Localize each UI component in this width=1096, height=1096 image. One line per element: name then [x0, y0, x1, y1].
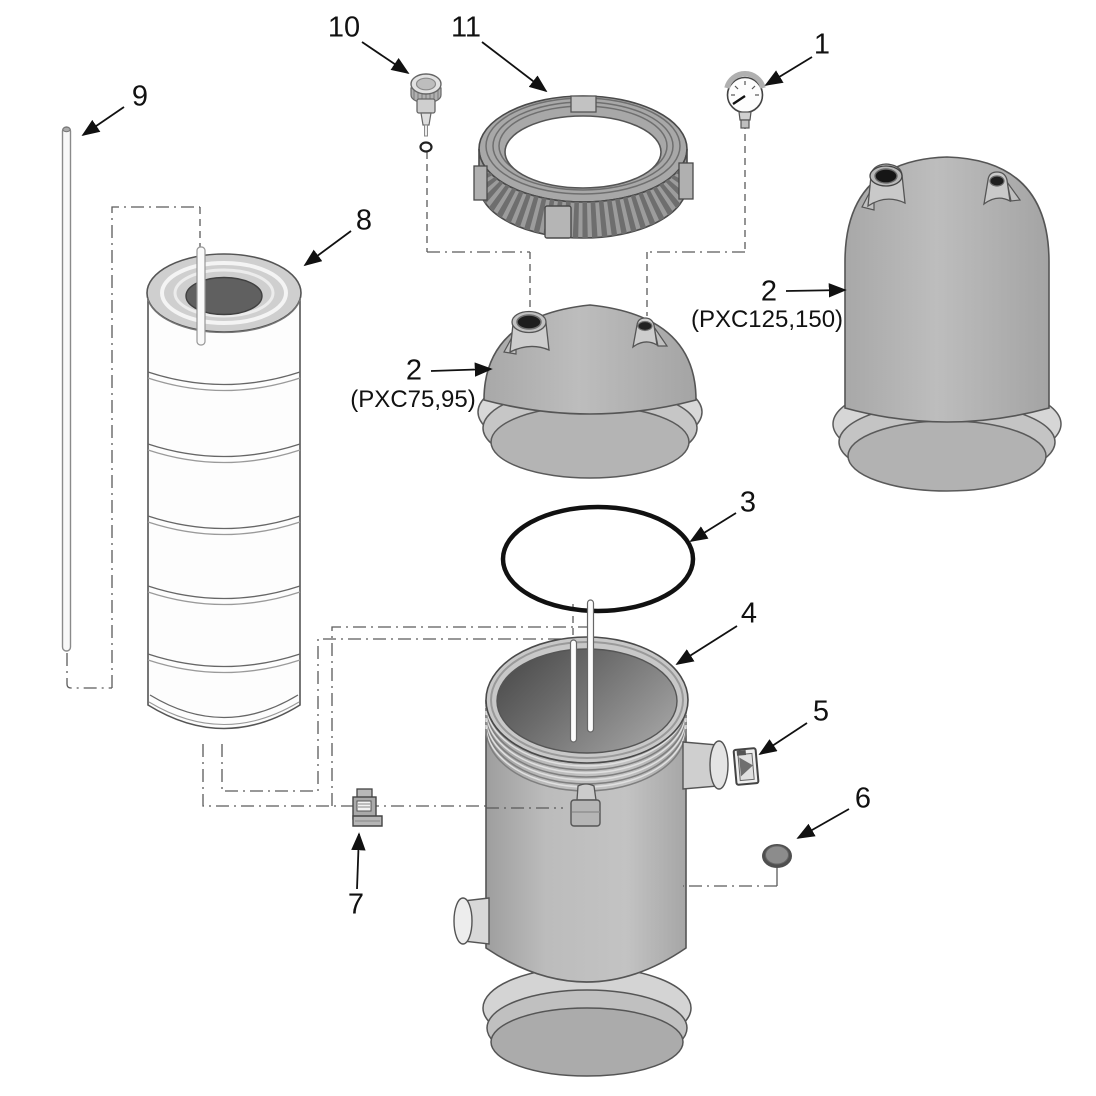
- callout-1-label: 1: [813, 28, 831, 61]
- arrow-2a: [430, 362, 493, 377]
- filter-lid-dome-large: [832, 156, 1062, 492]
- alignment-lines-front: [486, 807, 778, 887]
- callout-10-label: 10: [327, 11, 361, 44]
- filter-lid-dome-small: [477, 304, 703, 479]
- arrow-11: [481, 41, 548, 93]
- callout-3-label: 3: [739, 486, 757, 519]
- filter-cartridge: [146, 246, 302, 730]
- lid-o-ring: [500, 504, 696, 614]
- arrow-1: [764, 56, 813, 86]
- callout-6-label: 6: [854, 782, 872, 815]
- callout-2a-label: 2: [405, 354, 423, 387]
- arrow-10: [361, 41, 410, 75]
- arrow-6: [796, 808, 850, 839]
- arrow-2b: [785, 283, 847, 298]
- arrow-4: [675, 625, 738, 665]
- center-standpipe-rod: [61, 126, 72, 652]
- callout-11-label: 11: [450, 11, 482, 44]
- pressure-gauge: [724, 71, 766, 129]
- retainer-clip: [732, 747, 760, 786]
- drain-plug-cap: [762, 844, 792, 868]
- alignment-lines: [66, 122, 746, 807]
- air-relief-valve: [410, 73, 442, 153]
- mounting-clip: [352, 788, 383, 827]
- arrow-9: [81, 106, 125, 137]
- callout-arrows: [81, 41, 850, 890]
- callout-7-label: 7: [347, 888, 365, 921]
- callout-2b-variant: (PXC125,150): [690, 306, 844, 333]
- callout-9-label: 9: [131, 80, 149, 113]
- lock-ring: [473, 95, 694, 239]
- arrow-3: [689, 512, 737, 542]
- arrow-5: [758, 722, 808, 755]
- callout-5-label: 5: [812, 695, 830, 728]
- callout-2a-variant: (PXC75,95): [350, 386, 476, 413]
- callout-8-label: 8: [355, 204, 373, 237]
- callout-4-label: 4: [740, 597, 758, 630]
- filter-tank-body: [453, 599, 729, 1077]
- callout-2b-label: 2: [760, 275, 778, 308]
- arrow-7: [351, 832, 366, 890]
- arrow-8: [303, 230, 352, 267]
